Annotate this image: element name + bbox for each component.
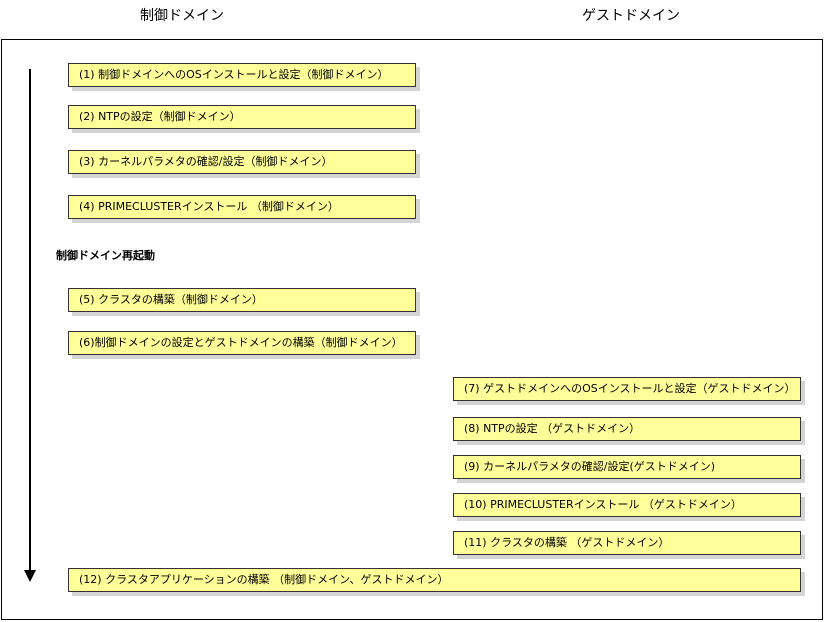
step-4-box: (4) PRIMECLUSTERインストール （制御ドメイン） xyxy=(68,195,416,219)
control-domain-column-header: 制御ドメイン xyxy=(140,8,224,24)
timeline-arrow-shaft xyxy=(29,69,31,572)
step-1-box: (1) 制御ドメインへのOSインストールと設定（制御ドメイン） xyxy=(68,63,416,87)
step-3-box: (3) カーネルパラメタの確認/設定（制御ドメイン） xyxy=(68,150,416,174)
step-7-box: (7) ゲストドメインへのOSインストールと設定（ゲストドメイン） xyxy=(453,377,801,401)
step-11-box: (11) クラスタの構築 （ゲストドメイン） xyxy=(453,531,801,555)
step-9-box: (9) カーネルパラメタの確認/設定(ゲストドメイン) xyxy=(453,455,801,479)
step-5-box: (5) クラスタの構築（制御ドメイン） xyxy=(68,288,416,312)
step-10-box: (10) PRIMECLUSTERインストール （ゲストドメイン） xyxy=(453,493,801,517)
step-12-box: (12) クラスタアプリケーションの構築 （制御ドメイン、ゲストドメイン） xyxy=(68,568,801,592)
step-8-box: (8) NTPの設定 （ゲストドメイン） xyxy=(453,417,801,441)
step-2-box: (2) NTPの設定（制御ドメイン） xyxy=(68,105,416,129)
control-domain-reboot-note: 制御ドメイン再起動 xyxy=(56,249,155,262)
step-6-box: (6)制御ドメインの設定とゲストドメインの構築（制御ドメイン） xyxy=(68,331,416,355)
timeline-arrow-head-icon xyxy=(24,570,36,582)
diagram-frame xyxy=(1,39,823,620)
guest-domain-column-header: ゲストドメイン xyxy=(582,8,680,24)
